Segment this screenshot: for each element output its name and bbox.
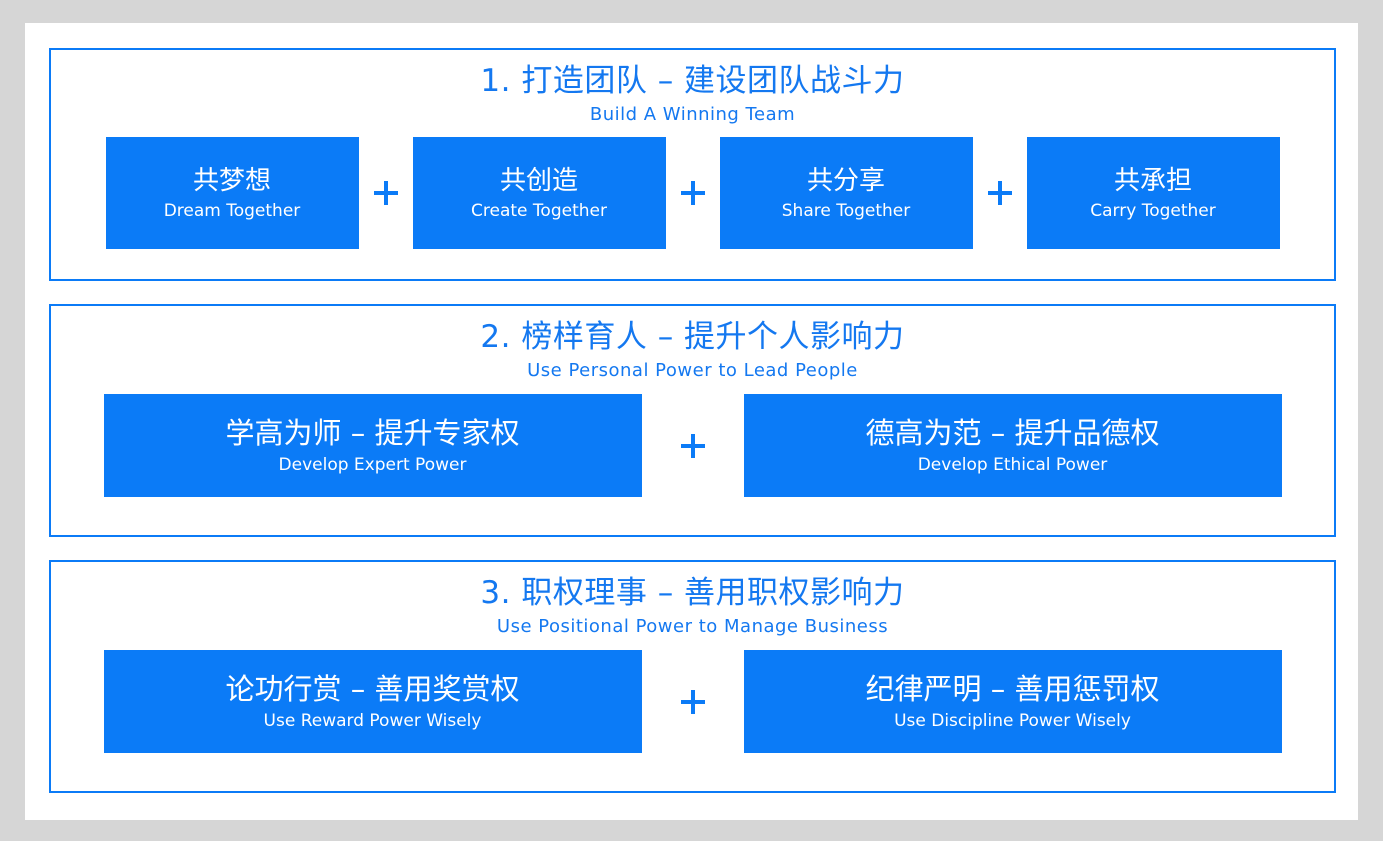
card-title-cn: 共创造 xyxy=(499,165,578,196)
card-title-en: Create Together xyxy=(471,200,607,221)
plus-icon xyxy=(359,179,413,207)
section-2-title-cn: 2. 榜样育人 – 提升个人影响力 xyxy=(480,319,905,355)
card-use-reward-power[interactable]: 论功行赏 – 善用奖赏权 Use Reward Power Wisely xyxy=(103,650,642,753)
section-3-title-cn: 3. 职权理事 – 善用职权影响力 xyxy=(480,575,905,611)
section-1-title-cn: 1. 打造团队 – 建设团队战斗力 xyxy=(480,63,905,99)
card-title-en: Use Discipline Power Wisely xyxy=(894,711,1131,731)
section-3-title-en: Use Positional Power to Manage Business xyxy=(496,616,889,637)
section-2-title-en: Use Personal Power to Lead People xyxy=(527,360,858,381)
section-3-heading: 3. 职权理事 – 善用职权影响力 Use Positional Power t… xyxy=(51,574,1334,638)
section-2-heading: 2. 榜样育人 – 提升个人影响力 Use Personal Power to … xyxy=(51,318,1334,382)
card-use-discipline-power[interactable]: 纪律严明 – 善用惩罚权 Use Discipline Power Wisely xyxy=(743,650,1282,753)
card-develop-ethical-power[interactable]: 德高为范 – 提升品德权 Develop Ethical Power xyxy=(743,394,1282,497)
plus-icon xyxy=(973,179,1027,207)
card-title-cn: 德高为范 – 提升品德权 xyxy=(865,416,1160,450)
card-title-en: Carry Together xyxy=(1090,200,1216,221)
card-title-en: Share Together xyxy=(781,200,911,221)
card-title-cn: 共分享 xyxy=(806,165,885,196)
section-build-a-winning-team: 1. 打造团队 – 建设团队战斗力 Build A Winning Team 共… xyxy=(49,48,1336,281)
card-title-en: Dream Together xyxy=(163,200,301,221)
plus-icon xyxy=(642,688,744,716)
slide-canvas: 1. 打造团队 – 建设团队战斗力 Build A Winning Team 共… xyxy=(25,23,1358,820)
card-share-together[interactable]: 共分享 Share Together xyxy=(719,137,973,249)
card-title-en: Use Reward Power Wisely xyxy=(263,711,482,731)
section-use-personal-power: 2. 榜样育人 – 提升个人影响力 Use Personal Power to … xyxy=(49,304,1336,537)
card-title-cn: 纪律严明 – 善用惩罚权 xyxy=(865,672,1160,706)
card-title-cn: 共梦想 xyxy=(192,165,271,196)
card-title-en: Develop Expert Power xyxy=(278,455,467,475)
card-carry-together[interactable]: 共承担 Carry Together xyxy=(1026,137,1280,249)
card-create-together[interactable]: 共创造 Create Together xyxy=(412,137,666,249)
card-title-en: Develop Ethical Power xyxy=(917,455,1108,475)
section-use-positional-power: 3. 职权理事 – 善用职权影响力 Use Positional Power t… xyxy=(49,560,1336,793)
card-title-cn: 论功行赏 – 善用奖赏权 xyxy=(225,672,520,706)
card-develop-expert-power[interactable]: 学高为师 – 提升专家权 Develop Expert Power xyxy=(103,394,642,497)
card-title-cn: 共承担 xyxy=(1113,165,1192,196)
section-1-card-row: 共梦想 Dream Together 共创造 Create Together 共… xyxy=(51,137,1334,249)
section-3-card-row: 论功行赏 – 善用奖赏权 Use Reward Power Wisely 纪律严… xyxy=(51,650,1334,753)
plus-icon xyxy=(666,179,720,207)
plus-icon xyxy=(642,432,744,460)
card-title-cn: 学高为师 – 提升专家权 xyxy=(225,416,520,450)
section-2-card-row: 学高为师 – 提升专家权 Develop Expert Power 德高为范 –… xyxy=(51,394,1334,497)
section-1-heading: 1. 打造团队 – 建设团队战斗力 Build A Winning Team xyxy=(51,62,1334,126)
section-1-title-en: Build A Winning Team xyxy=(589,104,796,125)
card-dream-together[interactable]: 共梦想 Dream Together xyxy=(105,137,359,249)
